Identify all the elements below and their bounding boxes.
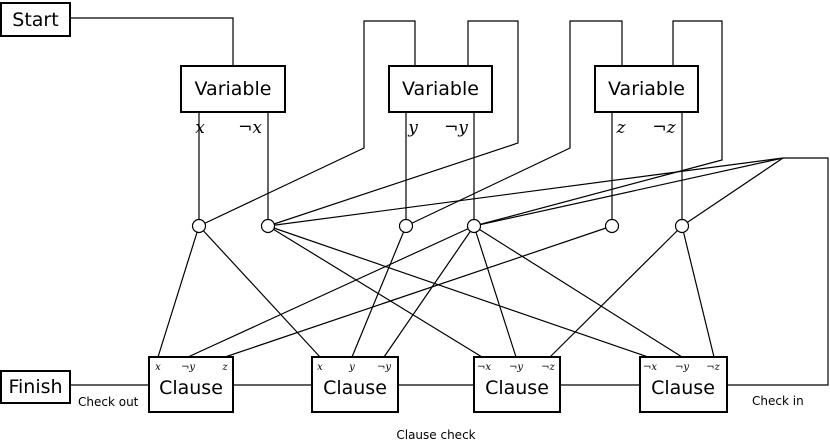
clause-literal: ¬y (509, 362, 523, 373)
literal-pos: y (407, 118, 418, 138)
wire-node-negz-clause4 (681, 225, 715, 358)
start-box: Start (0, 2, 71, 37)
clause-box-2: x y ¬y Clause (311, 356, 399, 413)
node-y (398, 218, 414, 234)
wire-var-z-loop (473, 20, 723, 227)
clause-literal: y (348, 362, 355, 373)
wire-node-x-clause1 (157, 225, 200, 358)
variable-box-y: Variable y ¬y (388, 65, 493, 138)
literal-nodes (191, 218, 690, 234)
clause-literal: ¬y (181, 362, 195, 373)
literal-neg: ¬z (652, 118, 676, 138)
variable-box-x: Variable x ¬x (180, 65, 286, 138)
finish-label: Finish (8, 376, 62, 398)
clause-box-3: ¬x ¬y ¬z Clause (473, 356, 561, 413)
node-z (604, 218, 620, 234)
variable-label: Variable (195, 78, 272, 100)
clause-literal: x (155, 362, 161, 373)
wire-check-in-fan-3 (267, 157, 784, 227)
wire-node-x-clause2 (198, 225, 321, 358)
wire-node-negy-clause3 (473, 225, 517, 358)
check-out-label: Check out (78, 395, 139, 409)
clause-literal: ¬y (377, 362, 391, 373)
clause-check-label: Clause check (396, 428, 475, 442)
clause-label: Clause (323, 377, 387, 399)
clause-label: Clause (159, 377, 223, 399)
wire-check-in-fan-2 (473, 157, 784, 227)
finish-box: Finish (0, 370, 71, 404)
clause-literal: ¬x (477, 362, 491, 373)
clause-label: Clause (485, 377, 549, 399)
wire-var-y-to-var-z (267, 20, 519, 227)
node-not-y (466, 218, 482, 234)
clause-literal: ¬z (541, 362, 555, 373)
clause-literal: z (221, 362, 228, 373)
literal-pos: x (195, 118, 205, 138)
wire-start-to-var-x (70, 17, 234, 66)
wire-node-y-clause2 (351, 225, 407, 358)
wire-var-x-to-var-y (198, 20, 416, 227)
clause-literal: ¬z (706, 362, 720, 373)
check-in-label: Check in (752, 394, 804, 408)
clause-literal: x (317, 362, 323, 373)
wire-node-negx-clause3 (267, 225, 483, 358)
node-x (191, 218, 207, 234)
literal-pos: z (616, 118, 627, 138)
variable-label: Variable (608, 78, 685, 100)
clause-box-4: ¬x ¬y ¬z Clause (639, 356, 728, 413)
wire-node-z-clause1 (224, 225, 613, 358)
node-not-x (260, 218, 276, 234)
wires (70, 17, 829, 386)
clause-box-1: x ¬y z Clause (148, 356, 234, 413)
variable-label: Variable (402, 78, 479, 100)
wire-node-negz-clause3 (549, 225, 683, 358)
node-not-z (674, 218, 690, 234)
clause-literal: ¬y (675, 362, 689, 373)
literal-neg: ¬x (238, 118, 262, 138)
wire-check-in (727, 157, 829, 386)
wire-node-negy-clause1 (187, 225, 475, 358)
wire-node-negx-clause4 (267, 225, 649, 358)
wire-var-y-loop (405, 20, 623, 227)
variable-box-z: Variable z ¬z (594, 65, 699, 138)
clause-label: Clause (651, 377, 715, 399)
literal-neg: ¬y (444, 118, 468, 138)
wire-node-negy-clause4 (473, 225, 683, 358)
clause-literal: ¬x (643, 362, 657, 373)
start-label: Start (12, 9, 58, 31)
wire-node-negy-clause2 (383, 225, 475, 358)
wire-check-in-fan-1 (681, 157, 784, 227)
